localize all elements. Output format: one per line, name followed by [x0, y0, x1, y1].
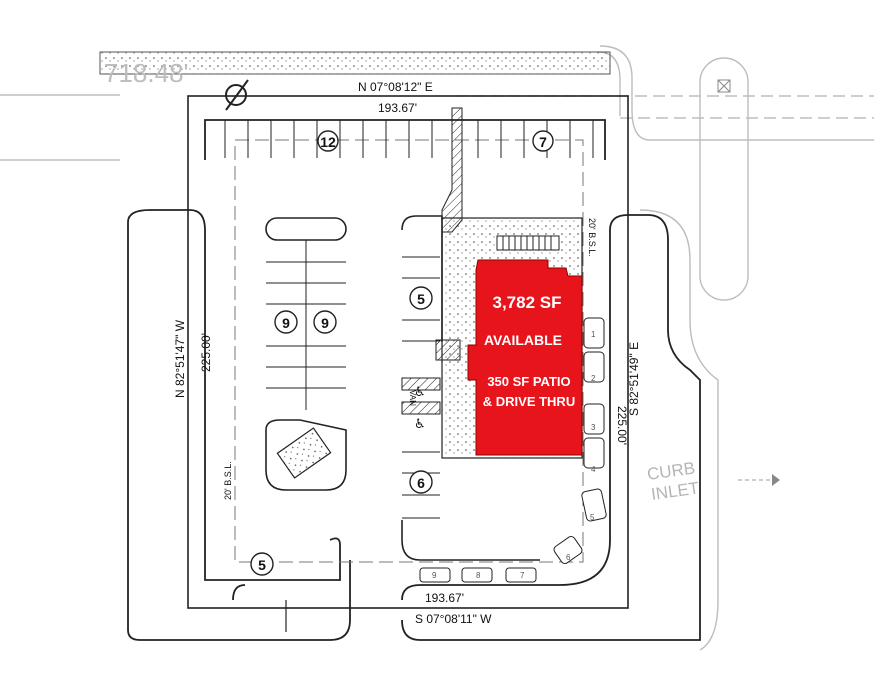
accessible-aisle-north	[401, 377, 441, 391]
drive-thru-queue	[419, 567, 537, 583]
stall-count-circle	[317, 130, 339, 152]
parking-lot-curbs	[127, 119, 701, 641]
south-distance: 193.67'	[425, 591, 464, 605]
stall-count-southwest: 5	[258, 557, 266, 573]
adjacent-features	[0, 45, 874, 651]
north-landscape-strip	[99, 51, 611, 75]
stall-count-island-right: 9	[321, 315, 329, 331]
building-feature-patio: 350 SF PATIO	[487, 374, 570, 389]
drive-thru-slot-5: 5	[590, 513, 595, 522]
stall-count-circle	[409, 286, 433, 310]
pedestrian-walkway	[441, 107, 463, 233]
east-distance: 225.00'	[615, 406, 629, 445]
north-distance: 193.67'	[378, 101, 417, 115]
curb-inlet-arrow-icon	[772, 474, 780, 486]
center-island-stalls	[266, 240, 346, 410]
property-line	[187, 95, 629, 609]
queue-slot-9: 9	[432, 571, 437, 580]
drive-thru-slot-3: 3	[591, 423, 596, 432]
stall-count-east-row: 5	[417, 291, 425, 307]
west-distance: 225.00'	[199, 333, 213, 372]
building-south-island	[401, 520, 540, 561]
building-west-island	[401, 215, 443, 342]
stall-count-island-left: 9	[282, 315, 290, 331]
dumpster-enclosure	[276, 427, 332, 479]
north-bearing: N 07°08'12" E	[358, 80, 433, 94]
building-feature-drive-thru: & DRIVE THRU	[483, 394, 575, 409]
stall-count-north-left: 12	[320, 134, 336, 150]
building-area: 3,782 SF	[493, 293, 562, 312]
drive-thru-numbers: 1 2 3 4 5 6 9 8 7	[432, 330, 596, 580]
center-island-north	[265, 217, 347, 241]
east-row-stalls	[402, 256, 440, 519]
drive-thru-slot-1: 1	[591, 330, 596, 339]
accessible-parking-icon: ♿	[414, 385, 426, 400]
accessible-parking-icon: ♿	[414, 417, 426, 432]
patio-railing	[496, 235, 560, 251]
drive-thru-slot-2: 2	[591, 374, 596, 383]
west-setback-label: 20' B.S.L.	[223, 461, 233, 500]
east-setback-label: 20' B.S.L.	[587, 218, 597, 257]
queue-slot-8: 8	[476, 571, 481, 580]
drive-thru-lane	[553, 317, 607, 565]
stall-count-circle	[250, 552, 274, 576]
building-footprint	[467, 259, 583, 456]
stall-count-circle	[409, 470, 433, 494]
stall-count-circle	[274, 310, 298, 334]
east-bearing: S 82°51'49" E	[627, 342, 641, 416]
accessible-aisle-south	[401, 401, 441, 415]
drive-thru-slot-6: 6	[566, 553, 571, 562]
north-arrow-icon	[225, 79, 249, 111]
stall-counts: 12 7 9 9 5 6 5	[250, 130, 554, 576]
light-pole-icon	[717, 79, 731, 93]
drive-thru-slot-4: 4	[591, 465, 596, 474]
building-status: AVAILABLE	[484, 332, 562, 348]
center-island-south	[265, 419, 347, 491]
faded-distance: 718.48'	[104, 58, 189, 88]
stall-count-south-row: 6	[417, 475, 425, 491]
stall-count-north-right: 7	[539, 134, 547, 150]
queue-slot-7: 7	[520, 571, 525, 580]
van-label: VAN	[408, 390, 417, 406]
west-bearing: N 82°51'47" W	[173, 319, 187, 398]
stall-count-circle	[313, 310, 337, 334]
stall-count-circle	[532, 130, 554, 152]
south-bearing: S 07°08'11" W	[415, 612, 492, 626]
north-parking-stalls	[224, 120, 594, 158]
